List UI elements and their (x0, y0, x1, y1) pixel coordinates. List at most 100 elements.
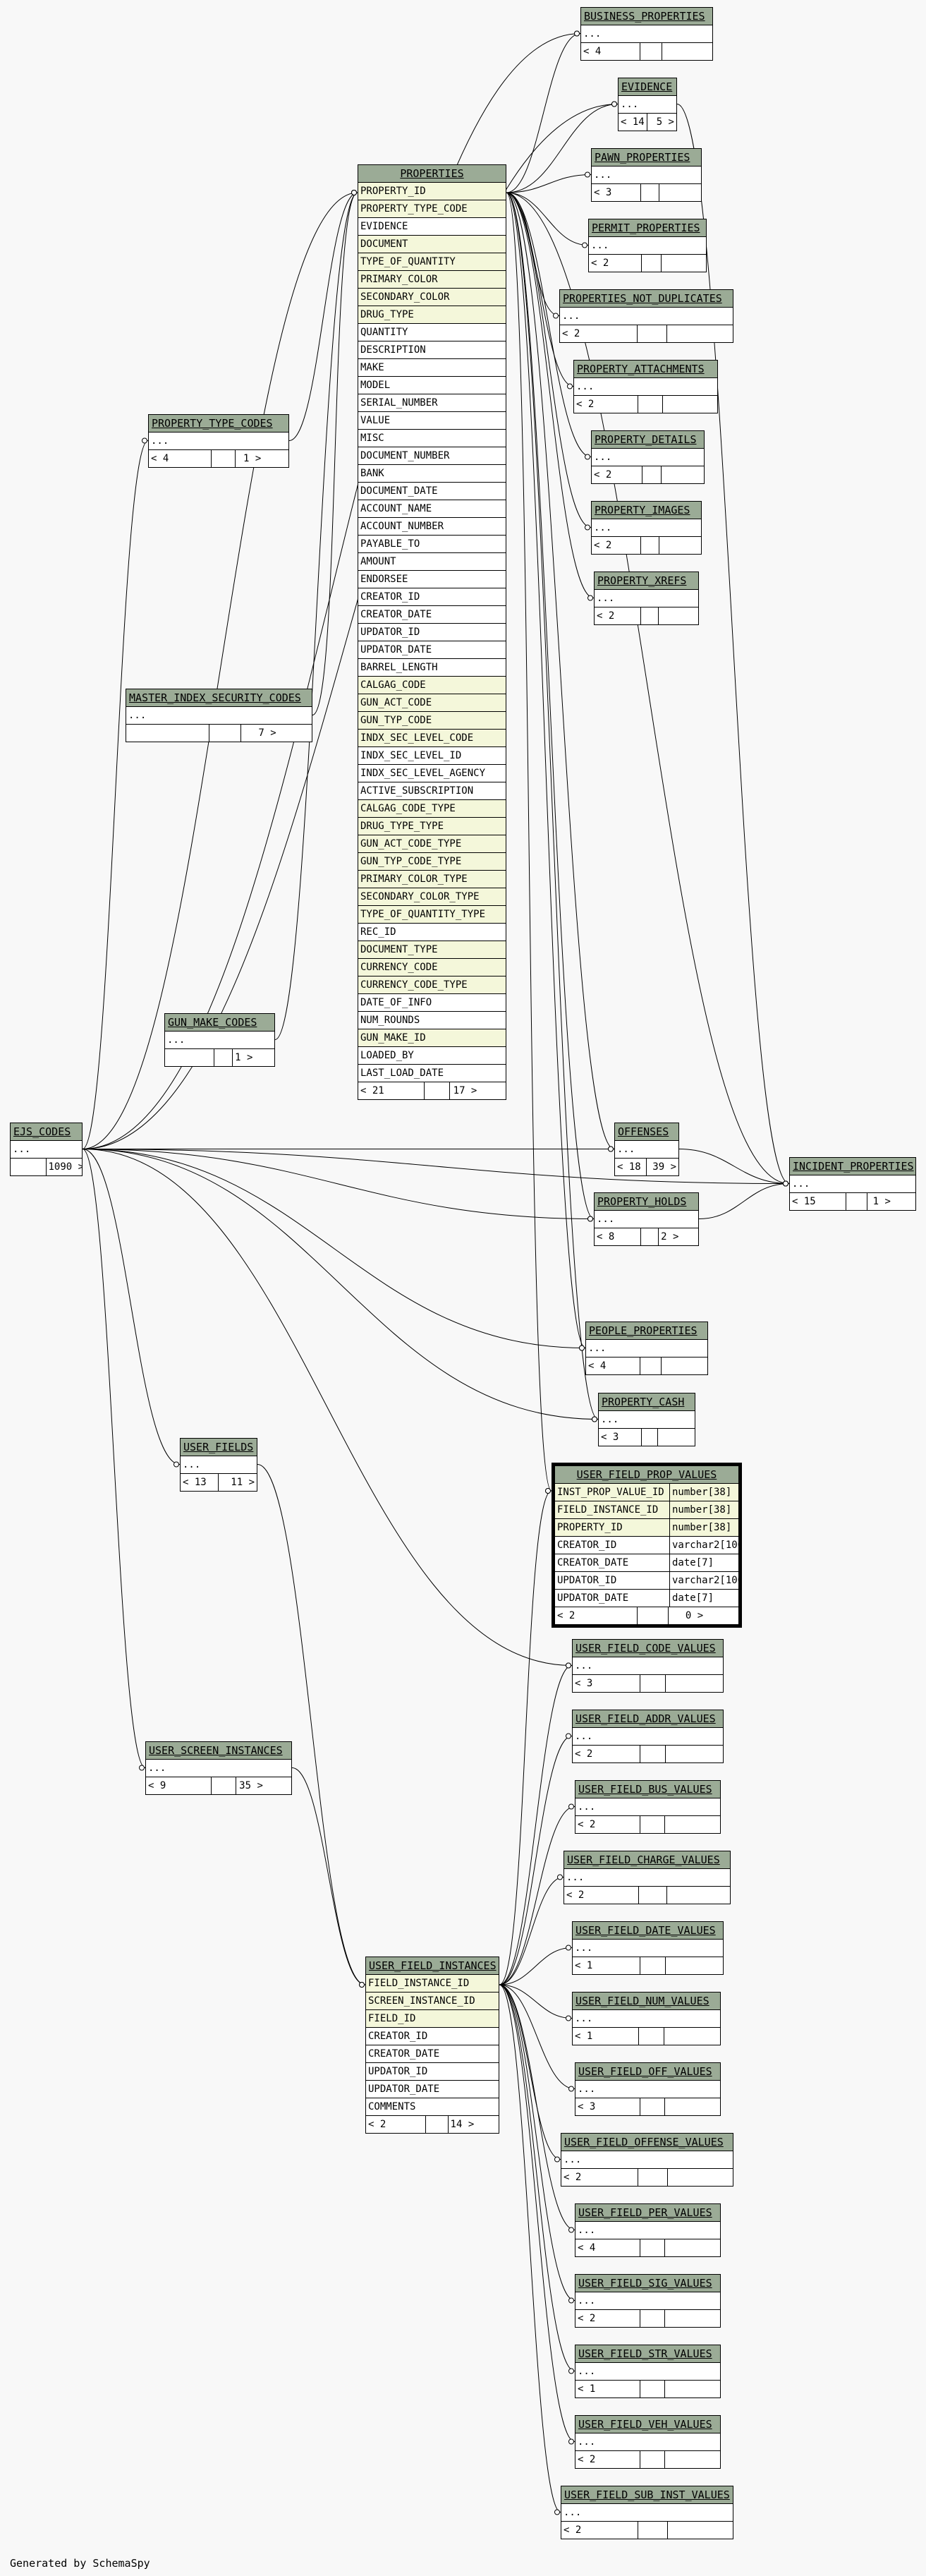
table-ejs-codes[interactable]: EJS_CODES...1090 > (10, 1123, 83, 1176)
table-user-field-str-values[interactable]: USER_FIELD_STR_VALUES...< 1 (575, 2345, 721, 2398)
table-name[interactable]: MASTER_INDEX_SECURITY_CODES (126, 689, 312, 707)
column-name: DATE_OF_INFO (360, 997, 432, 1008)
table-name[interactable]: USER_SCREEN_INSTANCES (146, 1742, 291, 1760)
table-name[interactable]: USER_FIELD_VEH_VALUES (575, 2416, 720, 2433)
table-name[interactable]: PROPERTY_DETAILS (592, 431, 704, 449)
table-user-field-per-values[interactable]: USER_FIELD_PER_VALUES...< 4 (575, 2203, 721, 2257)
column-row: ... (11, 1141, 82, 1159)
table-user-field-num-values[interactable]: USER_FIELD_NUM_VALUES...< 1 (572, 1992, 721, 2045)
table-name[interactable]: USER_FIELD_DATE_VALUES (573, 1922, 723, 1940)
table-property-xrefs[interactable]: PROPERTY_XREFS...< 2 (594, 572, 699, 625)
column-row: PRIMARY_COLOR (358, 271, 506, 289)
table-people-properties[interactable]: PEOPLE_PROPERTIES...< 4 (585, 1322, 708, 1375)
table-business-properties[interactable]: BUSINESS_PROPERTIES...< 4 (580, 7, 713, 61)
table-name[interactable]: PEOPLE_PROPERTIES (586, 1322, 707, 1340)
table-user-field-addr-values[interactable]: USER_FIELD_ADDR_VALUES...< 2 (572, 1710, 724, 1763)
column-row: ... (575, 2081, 720, 2098)
table-user-field-sig-values[interactable]: USER_FIELD_SIG_VALUES...< 2 (575, 2274, 721, 2328)
relationship-endpoint (566, 1733, 571, 1739)
table-properties-not-duplicates[interactable]: PROPERTIES_NOT_DUPLICATES...< 2 (559, 289, 733, 343)
table-name[interactable]: PAWN_PROPERTIES (592, 149, 701, 167)
table-name[interactable]: USER_FIELD_ADDR_VALUES (573, 1710, 723, 1728)
table-user-field-bus-values[interactable]: USER_FIELD_BUS_VALUES...< 2 (575, 1780, 721, 1834)
table-name[interactable]: OFFENSES (615, 1123, 678, 1141)
table-user-field-date-values[interactable]: USER_FIELD_DATE_VALUES...< 1 (572, 1921, 724, 1975)
parent-count: < 2 (560, 325, 638, 342)
table-name[interactable]: EJS_CODES (11, 1123, 82, 1141)
table-name[interactable]: PROPERTY_XREFS (595, 572, 698, 590)
relationship-endpoint (568, 2368, 574, 2374)
table-user-field-code-values[interactable]: USER_FIELD_CODE_VALUES...< 3 (572, 1639, 724, 1693)
table-name[interactable]: USER_FIELD_BUS_VALUES (575, 1781, 720, 1798)
table-user-field-sub-inst-values[interactable]: USER_FIELD_SUB_INST_VALUES...< 2 (561, 2486, 733, 2539)
column-row: ... (575, 2433, 720, 2451)
table-name[interactable]: USER_FIELD_OFF_VALUES (575, 2063, 720, 2081)
table-name[interactable]: USER_FIELD_SUB_INST_VALUES (561, 2486, 733, 2504)
table-property-images[interactable]: PROPERTY_IMAGES...< 2 (591, 501, 702, 555)
table-name[interactable]: PERMIT_PROPERTIES (589, 219, 706, 237)
table-user-field-off-values[interactable]: USER_FIELD_OFF_VALUES...< 3 (575, 2062, 721, 2116)
table-name[interactable]: PROPERTY_TYPE_CODES (149, 415, 288, 433)
column-name: CREATOR_ID (360, 591, 420, 603)
table-name[interactable]: GUN_MAKE_CODES (165, 1014, 274, 1032)
count-cell (642, 1429, 659, 1446)
table-user-field-offense-values[interactable]: USER_FIELD_OFFENSE_VALUES...< 2 (561, 2133, 733, 2187)
table-name[interactable]: PROPERTY_IMAGES (592, 502, 701, 519)
table-name[interactable]: USER_FIELD_NUM_VALUES (573, 1993, 720, 2010)
column-row: ACCOUNT_NAME (358, 500, 506, 518)
child-count: 39 > (652, 1161, 676, 1173)
column-name: CREATOR_ID (368, 2031, 428, 2042)
table-name[interactable]: USER_FIELD_OFFENSE_VALUES (561, 2134, 733, 2151)
table-gun-make-codes[interactable]: GUN_MAKE_CODES...1 > (164, 1013, 275, 1067)
count-cell (641, 184, 660, 201)
table-permit-properties[interactable]: PERMIT_PROPERTIES...< 2 (588, 219, 707, 272)
table-name[interactable]: USER_FIELD_INSTANCES (366, 1957, 499, 1975)
table-user-field-charge-values[interactable]: USER_FIELD_CHARGE_VALUES...< 2 (563, 1851, 731, 1904)
table-user-field-veh-values[interactable]: USER_FIELD_VEH_VALUES...< 2 (575, 2415, 721, 2469)
column-name: DOCUMENT_DATE (360, 485, 438, 497)
column-row: ... (592, 167, 701, 184)
table-name[interactable]: USER_FIELD_CHARGE_VALUES (564, 1851, 730, 1869)
table-name[interactable]: PROPERTY_ATTACHMENTS (574, 361, 717, 378)
relationship-counts: < 2 (592, 466, 704, 483)
table-name[interactable]: PROPERTIES (358, 165, 506, 183)
column-name: DOCUMENT_TYPE (360, 944, 438, 955)
table-name[interactable]: PROPERTY_CASH (599, 1393, 695, 1411)
table-property-cash[interactable]: PROPERTY_CASH...< 3 (598, 1393, 695, 1446)
table-pawn-properties[interactable]: PAWN_PROPERTIES...< 3 (591, 148, 702, 202)
table-name[interactable]: PROPERTIES_NOT_DUPLICATES (560, 290, 733, 308)
relationship-line (82, 33, 581, 1149)
table-property-details[interactable]: PROPERTY_DETAILS...< 2 (591, 430, 705, 484)
table-name[interactable]: PROPERTY_HOLDS (595, 1193, 698, 1211)
table-name[interactable]: BUSINESS_PROPERTIES (581, 8, 712, 25)
table-name[interactable]: INCIDENT_PROPERTIES (790, 1158, 915, 1175)
table-property-attachments[interactable]: PROPERTY_ATTACHMENTS...< 2 (573, 360, 718, 413)
table-name[interactable]: USER_FIELDS (181, 1439, 257, 1456)
table-name[interactable]: EVIDENCE (619, 78, 676, 96)
column-row: ... (595, 590, 698, 607)
relationship-line (499, 1736, 573, 1985)
table-name[interactable]: USER_FIELD_CODE_VALUES (573, 1640, 723, 1657)
relationship-counts: < 4 (581, 43, 712, 60)
table-name[interactable]: USER_FIELD_PROP_VALUES (555, 1466, 738, 1484)
column-name: ... (563, 2507, 582, 2518)
table-name[interactable]: USER_FIELD_SIG_VALUES (575, 2275, 720, 2292)
table-name[interactable]: USER_FIELD_PER_VALUES (575, 2204, 720, 2222)
table-name[interactable]: USER_FIELD_STR_VALUES (575, 2345, 720, 2363)
table-master-index-security-codes[interactable]: MASTER_INDEX_SECURITY_CODES...7 > (126, 689, 312, 742)
relationship-line (506, 192, 586, 1348)
